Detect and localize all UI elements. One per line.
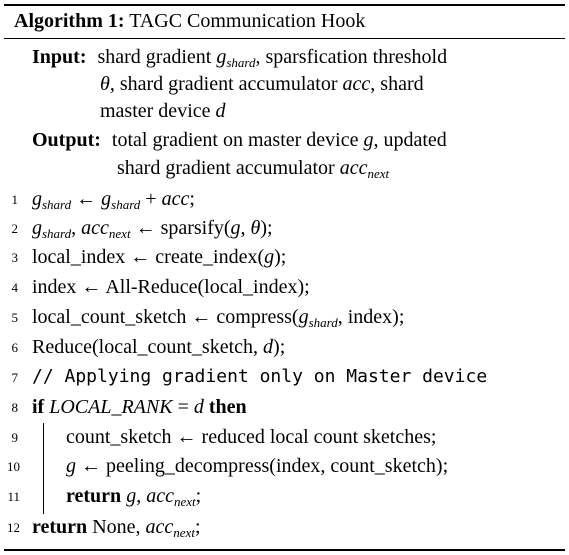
- return-keyword: return: [32, 516, 88, 538]
- code-comment: // Applying gradient only on Master devi…: [32, 366, 488, 387]
- code-line-5: local_count_sketch ← compress(gshard, in…: [32, 306, 405, 330]
- input-line-2: θ, shard gradient accumulator acc, shard: [100, 73, 424, 95]
- code-line-8: if LOCAL_RANK = d then: [32, 396, 247, 418]
- block-indent-bar: [43, 423, 44, 514]
- return-keyword: return: [66, 485, 122, 507]
- input-line-1: Input: shard gradient gshard, sparsficat…: [32, 46, 448, 70]
- line-number: 2: [11, 221, 19, 236]
- algorithm-label: Algorithm 1:: [14, 10, 125, 32]
- code-line-1: gshard ← gshard + acc;: [32, 188, 195, 212]
- line-number: 11: [7, 489, 20, 504]
- output-label: Output:: [32, 129, 101, 151]
- code-line-3: local_index ← create_index(g);: [32, 246, 287, 268]
- line-number: 3: [11, 250, 19, 265]
- input-label: Input:: [32, 46, 87, 68]
- algorithm-name: TAGC Communication Hook: [129, 10, 366, 32]
- code-line-11: return g, accnext;: [66, 485, 202, 509]
- input-line-3: master device d: [100, 100, 226, 122]
- bottom-rule: [4, 549, 565, 551]
- output-line-1: Output: total gradient on master device …: [32, 129, 447, 151]
- code-line-9: count_sketch ← reduced local count sketc…: [66, 426, 437, 448]
- top-rule: [4, 4, 565, 6]
- line-number: 10: [7, 459, 20, 474]
- line-number: 9: [11, 430, 19, 445]
- code-line-2: gshard, accnext ← sparsify(g, θ);: [32, 217, 273, 241]
- line-number: 12: [7, 520, 20, 535]
- code-line-6: Reduce(local_count_sketch, d);: [32, 336, 286, 358]
- title-rule: [4, 38, 565, 39]
- line-number: 5: [11, 310, 19, 325]
- line-number: 4: [11, 280, 19, 295]
- code-line-4: index ← All-Reduce(local_index);: [32, 276, 310, 298]
- code-line-10: g ← peeling_decompress(index, count_sket…: [66, 455, 449, 477]
- if-keyword: if: [32, 396, 45, 418]
- algorithm-title: Algorithm 1: TAGC Communication Hook: [14, 9, 365, 33]
- line-number: 6: [11, 340, 19, 355]
- line-number: 7: [11, 370, 19, 385]
- then-keyword: then: [208, 396, 247, 418]
- line-number: 1: [11, 192, 19, 207]
- code-line-12: return None, accnext;: [32, 516, 201, 540]
- output-line-2: shard gradient accumulator accnext: [117, 157, 390, 181]
- line-number: 8: [11, 400, 19, 415]
